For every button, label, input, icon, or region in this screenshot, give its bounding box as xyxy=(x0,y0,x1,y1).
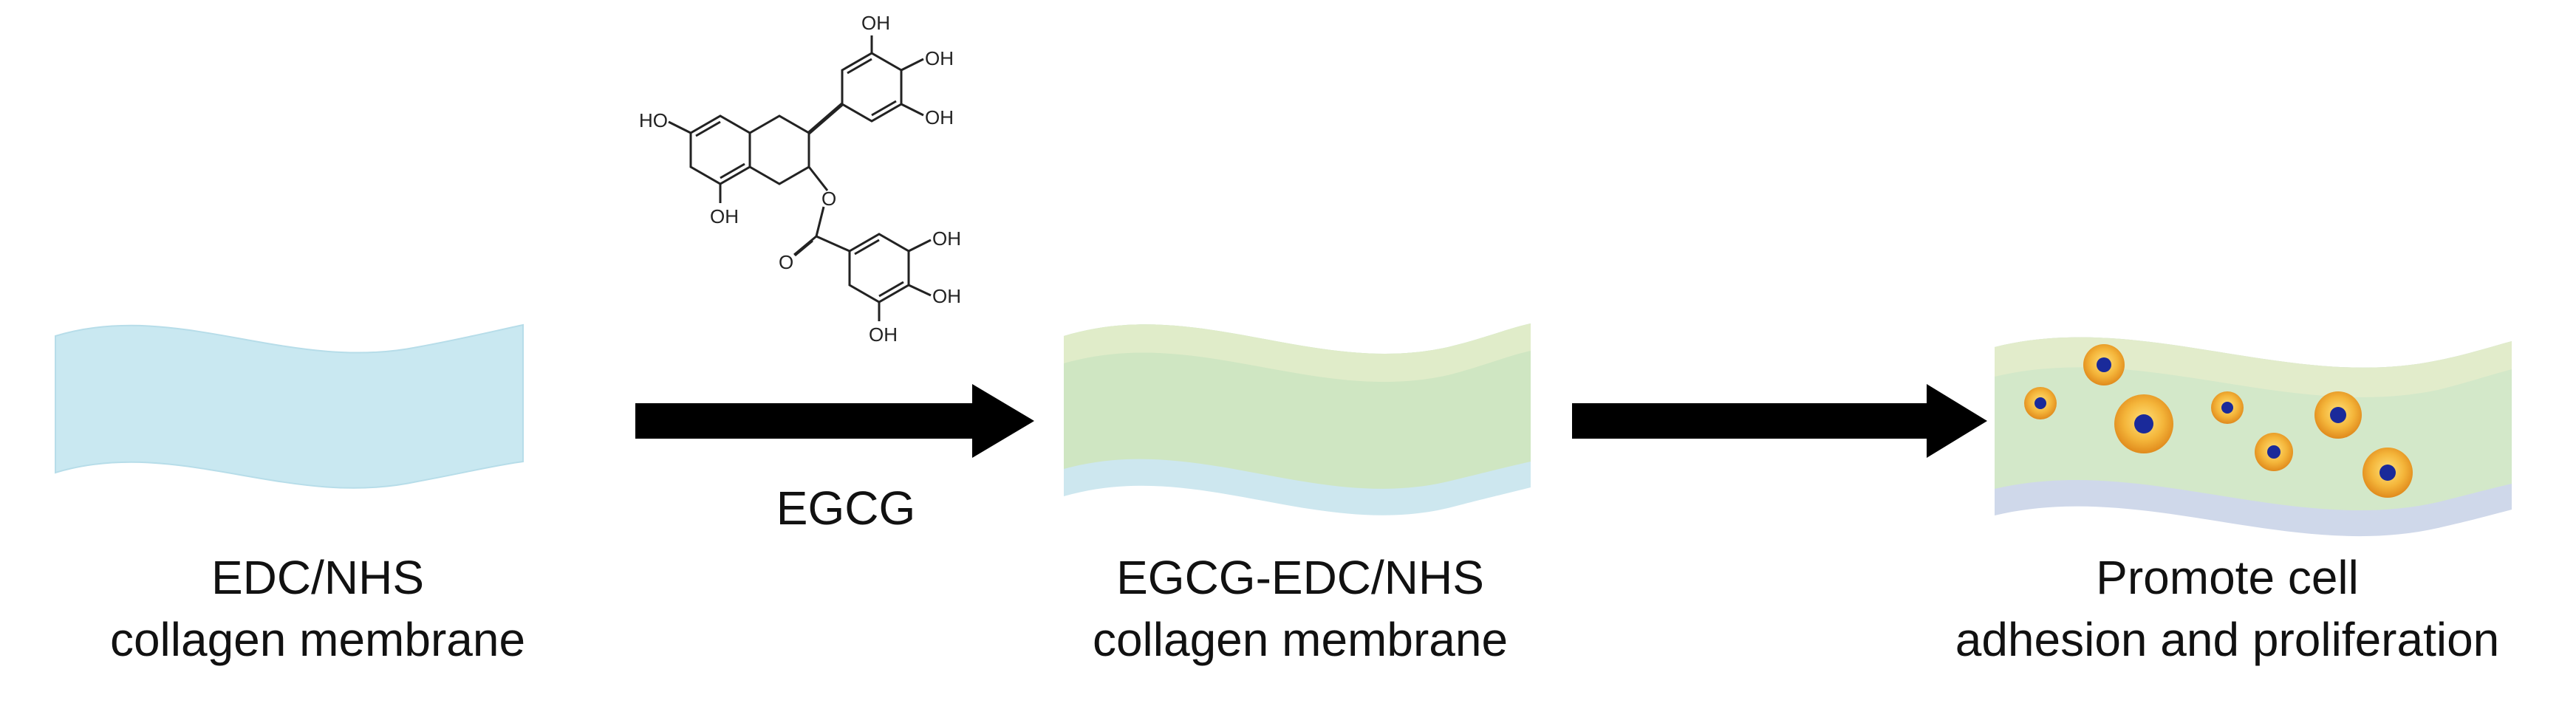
chem-oh-right-upper: OH xyxy=(925,47,954,69)
chem-oh-galloyl-3: OH xyxy=(869,323,898,346)
plain-membrane xyxy=(55,323,524,489)
step-1-title: EDC/NHS xyxy=(211,551,425,604)
arrow-2 xyxy=(1572,384,1987,458)
step-3-subtitle: adhesion and proliferation xyxy=(1955,613,2500,666)
step-1-subtitle: collagen membrane xyxy=(109,613,526,666)
egcg-structure: OH OH OH HO OH O O OH OH OH xyxy=(639,12,961,346)
arrow-1 xyxy=(635,384,1034,458)
cell xyxy=(2083,344,2125,385)
chem-o-carbonyl: O xyxy=(779,251,793,273)
chem-ho-left: HO xyxy=(639,109,668,131)
coated-membrane xyxy=(1064,323,1531,515)
cell xyxy=(2024,387,2057,419)
step-2-subtitle: collagen membrane xyxy=(1092,613,1509,666)
cell xyxy=(2255,433,2293,471)
chem-oh-right-lower: OH xyxy=(925,106,954,128)
step-3-title: Promote cell xyxy=(2096,551,2359,604)
chem-oh-galloyl-1: OH xyxy=(932,227,961,250)
chem-oh-galloyl-2: OH xyxy=(932,285,961,307)
chem-oh-top: OH xyxy=(861,12,890,34)
reagent-label: EGCG xyxy=(776,481,916,535)
cell-membrane xyxy=(1995,337,2512,537)
cell xyxy=(2314,391,2362,439)
cells-group xyxy=(2024,344,2413,498)
chem-o-ester: O xyxy=(821,188,836,210)
cell xyxy=(2363,448,2413,498)
step-2-title: EGCG-EDC/NHS xyxy=(1116,551,1484,604)
chem-oh-bottom-left: OH xyxy=(710,205,739,227)
cell xyxy=(2211,391,2244,424)
cell xyxy=(2114,394,2173,453)
